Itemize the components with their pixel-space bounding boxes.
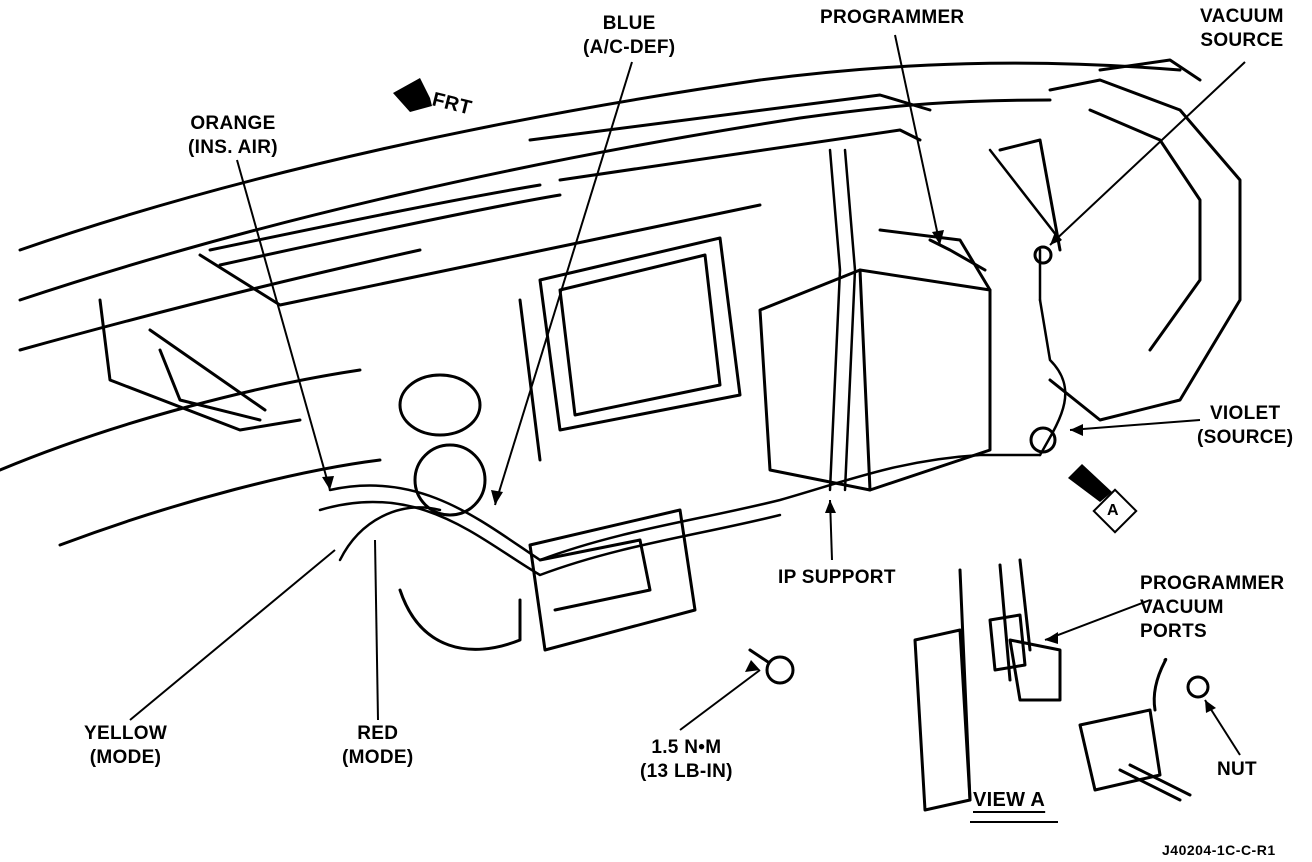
pvp-line2: VACUUM <box>1140 597 1224 618</box>
view-a-title: VIEW A <box>973 789 1046 811</box>
vacuum-source-line1: VACUUM <box>1200 6 1284 27</box>
pvp-line1: PROGRAMMER <box>1140 573 1285 594</box>
vacuum-source-label: VACUUM SOURCE <box>1200 5 1284 53</box>
hvac-case <box>758 78 1242 492</box>
red-label-line2: (MODE) <box>342 747 414 768</box>
orange-label-line2: (INS. AIR) <box>188 137 278 158</box>
yellow-label-line2: (MODE) <box>89 747 162 768</box>
vacuum-harness <box>318 148 1067 577</box>
blue-hose-label: BLUE (A/C-DEF) <box>583 12 675 60</box>
programmer-label: PROGRAMMER <box>820 7 965 28</box>
view-a-inset <box>913 558 1210 812</box>
torque-spec-label: 1.5 N•M (13 LB-IN) <box>640 736 733 784</box>
red-hose-label: RED (MODE) <box>342 722 413 770</box>
frt-arrow-icon <box>393 78 432 112</box>
view-a-marker-label: A <box>1107 502 1119 519</box>
torque-line1: 1.5 N•M <box>651 737 722 758</box>
ip-support-label: IP SUPPORT <box>778 567 896 588</box>
violet-hose-label: VIOLET (SOURCE) <box>1197 402 1293 450</box>
leader-lines <box>129 34 1246 823</box>
lower-bracket <box>398 508 697 652</box>
instrument-panel-outline <box>0 58 1202 547</box>
violet-label-line1: VIOLET <box>1209 403 1281 424</box>
arrowheads <box>322 230 1216 713</box>
nut-label: NUT <box>1217 759 1257 780</box>
yellow-label-line1: YELLOW <box>84 723 168 744</box>
view-a-direction-arrow-icon <box>1068 464 1138 534</box>
pvp-line3: PORTS <box>1140 621 1207 642</box>
vacuum-source-line2: SOURCE <box>1200 30 1284 51</box>
orange-label-line1: ORANGE <box>190 113 276 134</box>
violet-label-line2: (SOURCE) <box>1197 427 1294 448</box>
bolt-icon <box>748 648 795 685</box>
figure-id: J40204-1C-C-R1 <box>1162 842 1276 858</box>
red-label-line1: RED <box>357 723 399 744</box>
blue-label-line2: (A/C-DEF) <box>583 37 676 58</box>
center-vent-box <box>518 236 742 462</box>
blue-label-line1: BLUE <box>602 13 656 34</box>
yellow-hose-label: YELLOW (MODE) <box>84 722 167 770</box>
orange-hose-label: ORANGE (INS. AIR) <box>188 112 278 160</box>
programmer-vacuum-ports-label: PROGRAMMER VACUUM PORTS <box>1140 572 1284 644</box>
torque-line2: (13 LB-IN) <box>640 761 733 782</box>
actuators <box>398 245 1057 517</box>
